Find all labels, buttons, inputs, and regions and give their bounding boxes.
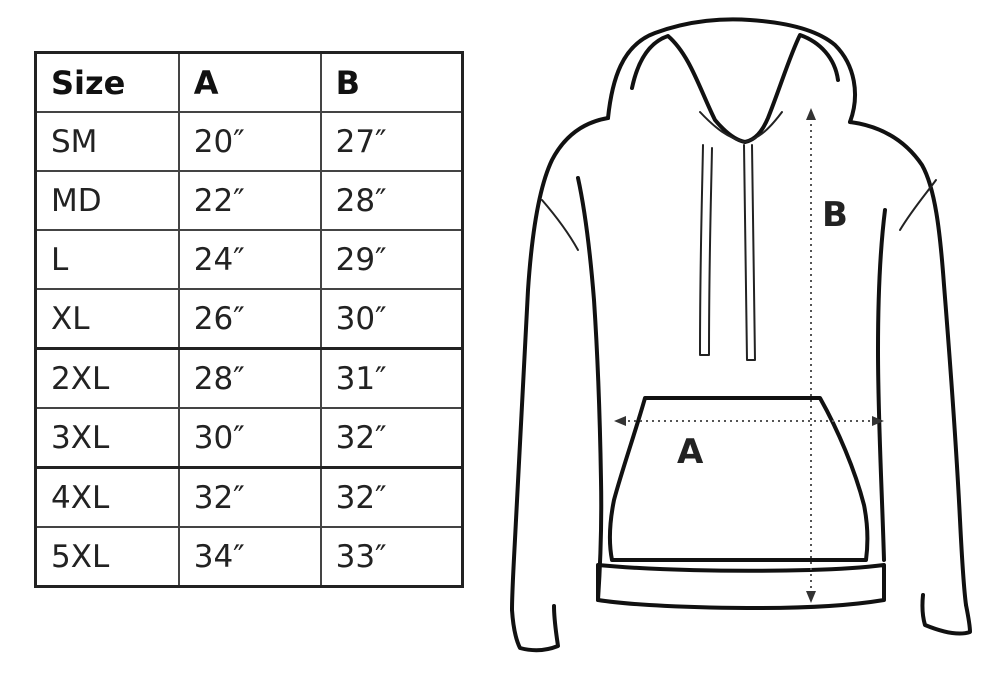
left-cuff	[510, 604, 560, 653]
table-row: MD 22″ 28″	[34, 170, 464, 231]
measure-a-cell: 32″	[177, 466, 322, 528]
right-cuff	[920, 593, 972, 636]
size-cell: 2XL	[34, 347, 180, 409]
measurement-b-arrow-top	[806, 108, 816, 120]
measure-a-cell: 26″	[177, 288, 322, 350]
table-row: 4XL 32″ 32″	[34, 466, 464, 528]
measurement-a-arrow-right	[872, 416, 884, 426]
table-header-row: Size A B	[34, 51, 464, 113]
measure-b-cell: 31″	[319, 347, 464, 409]
kangaroo-pocket	[607, 396, 870, 562]
size-cell: MD	[34, 170, 180, 231]
table-row: SM 20″ 27″	[34, 111, 464, 172]
waistband	[596, 563, 886, 610]
size-cell: SM	[34, 111, 180, 172]
measurement-a: A	[614, 416, 884, 472]
neck-seam	[699, 111, 783, 144]
header-size: Size	[34, 51, 180, 113]
measure-b-cell: 27″	[319, 111, 464, 172]
measurement-a-arrow-left	[614, 416, 626, 426]
size-cell: 3XL	[34, 407, 180, 469]
left-sleeve-seam	[541, 199, 579, 251]
size-chart-table: Size A B SM 20″ 27″ MD 22″ 28″ L 24″ 29″…	[34, 51, 464, 588]
hood-outline	[606, 17, 857, 124]
left-inner-sleeve	[576, 176, 604, 602]
measure-b-cell: 32″	[319, 407, 464, 469]
header-a: A	[177, 51, 322, 113]
measure-b-cell: 29″	[319, 229, 464, 290]
table-row: 2XL 28″ 31″	[34, 347, 464, 409]
size-cell: L	[34, 229, 180, 290]
measure-a-cell: 24″	[177, 229, 322, 290]
size-cell: XL	[34, 288, 180, 350]
measure-a-cell: 20″	[177, 111, 322, 172]
measure-a-cell: 22″	[177, 170, 322, 231]
measure-b-cell: 30″	[319, 288, 464, 350]
table-row: XL 26″ 30″	[34, 288, 464, 350]
hoodie-outline	[510, 17, 972, 653]
table-row: L 24″ 29″	[34, 229, 464, 290]
measure-a-cell: 34″	[177, 526, 322, 588]
measure-b-cell: 28″	[319, 170, 464, 231]
left-drawstring	[699, 144, 713, 356]
right-body-outline	[848, 120, 968, 607]
measure-a-cell: 30″	[177, 407, 322, 469]
header-b: B	[319, 51, 464, 113]
measurement-b-arrow-bottom	[806, 591, 816, 603]
table-row: 3XL 30″ 32″	[34, 407, 464, 469]
label-b: B	[822, 195, 848, 235]
right-drawstring	[743, 144, 756, 361]
measurement-b: B	[806, 108, 848, 603]
right-sleeve-seam	[899, 179, 937, 231]
label-a: A	[677, 432, 704, 472]
table-row: 5XL 34″ 33″	[34, 526, 464, 588]
measure-b-cell: 32″	[319, 466, 464, 528]
measure-b-cell: 33″	[319, 526, 464, 588]
size-cell: 5XL	[34, 526, 180, 588]
measure-a-cell: 28″	[177, 347, 322, 409]
size-cell: 4XL	[34, 466, 180, 528]
hood-opening	[630, 33, 840, 144]
hoodie-diagram: A B	[510, 17, 972, 653]
left-body-outline	[510, 116, 610, 612]
right-inner-sleeve	[876, 208, 887, 562]
